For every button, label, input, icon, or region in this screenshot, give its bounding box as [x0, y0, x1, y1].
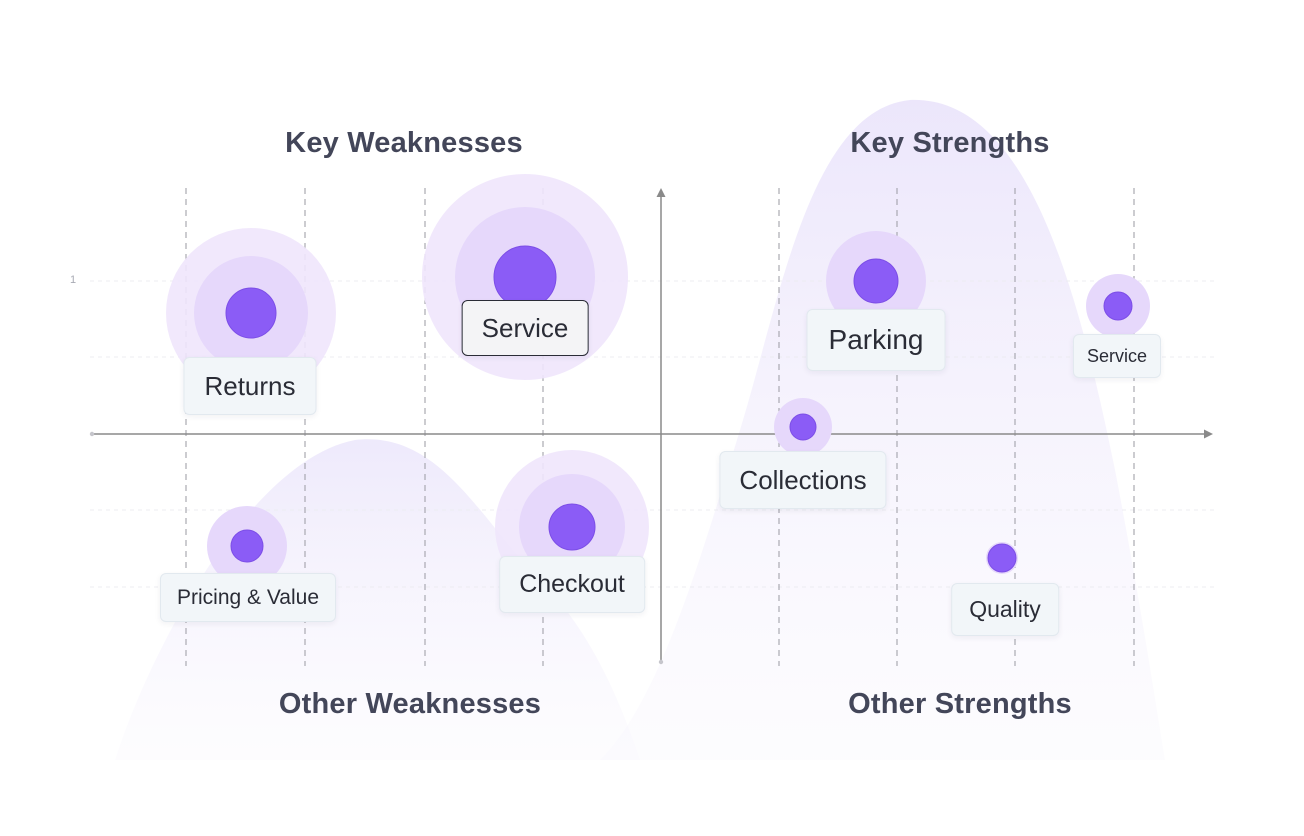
bubble-quality[interactable]	[986, 542, 1018, 574]
bubble-collections[interactable]	[774, 398, 832, 456]
bubble-returns[interactable]	[166, 228, 336, 398]
bubble-label-service-strength[interactable]: Service	[1072, 334, 1162, 378]
bubble-label-quality[interactable]: Quality	[951, 583, 1059, 636]
bubble-label-returns[interactable]: Returns	[183, 357, 317, 415]
bubble-label-checkout[interactable]: Checkout	[499, 556, 645, 613]
bubble-pricing-value[interactable]	[207, 506, 287, 586]
bubble-parking[interactable]	[826, 231, 926, 331]
y-tick-label: 1	[70, 274, 77, 286]
quadrant-title-other-strengths: Other Strengths	[848, 688, 1072, 720]
quadrant-title-other-weaknesses: Other Weaknesses	[278, 688, 542, 720]
bubble-label-pricing-value[interactable]: Pricing & Value	[159, 573, 337, 622]
bubble-label-service-weakness[interactable]: Service	[461, 300, 589, 356]
bubble-label-parking[interactable]: Parking	[806, 309, 946, 371]
quadrant-title-key-strengths: Key Strengths	[850, 127, 1050, 159]
background-blob-right	[600, 99, 1165, 761]
bubble-dot[interactable]	[1103, 291, 1133, 321]
bubble-dot[interactable]	[987, 543, 1017, 573]
bubble-dot[interactable]	[853, 258, 899, 304]
bubble-dot[interactable]	[493, 245, 557, 309]
bubble-service-strength[interactable]	[1086, 274, 1150, 338]
bubble-dot[interactable]	[548, 503, 596, 551]
bubble-dot[interactable]	[230, 529, 264, 563]
x-axis-arrow-icon	[1204, 429, 1213, 439]
quadrant-title-key-weaknesses: Key Weaknesses	[285, 127, 523, 159]
bubble-dot[interactable]	[225, 287, 277, 339]
axes	[89, 188, 1213, 665]
bubble-label-collections[interactable]: Collections	[719, 451, 887, 509]
bubble-dot[interactable]	[789, 413, 817, 441]
y-axis-arrow-icon	[656, 188, 666, 197]
